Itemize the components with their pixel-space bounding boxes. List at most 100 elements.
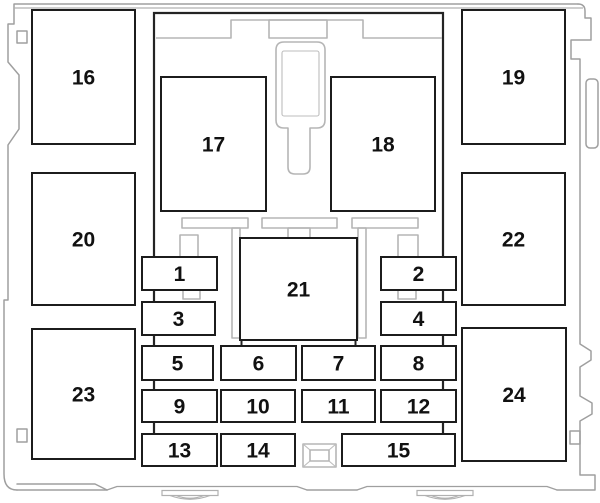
fuse-box-13-label: 13: [168, 440, 191, 463]
bracket-bar-left: [181, 217, 249, 229]
frame-right-edge: [556, 3, 596, 491]
box-outline: [330, 76, 436, 212]
box-outline: [380, 345, 457, 381]
frame-bottom-inner-line: [16, 483, 108, 491]
fuse-box-9-label: 9: [174, 396, 186, 419]
tab-above-box2: [397, 234, 419, 258]
channel-right: [357, 227, 367, 339]
frame-right-bump: [585, 78, 599, 149]
box-outline: [380, 301, 457, 336]
fuse-box-2: 2: [380, 256, 457, 291]
frame-left-bottom-notch: [16, 428, 28, 443]
box-outline: [31, 172, 136, 306]
frame-right-bottom-notch: [569, 430, 581, 445]
frame-bottom-bump-right: [416, 489, 474, 500]
tab-above-box1: [179, 234, 199, 258]
fuse-box-10: 10: [220, 389, 296, 423]
fuse-box-3: 3: [141, 301, 216, 336]
fuse-box-23: 23: [31, 328, 136, 460]
fuse-boxes: 16 19 17 18 20 22 21 23: [31, 9, 567, 467]
box-outline: [239, 237, 358, 341]
box-outline: [461, 327, 567, 462]
fuse-box-15-label: 15: [387, 440, 411, 463]
box-outline: [220, 345, 297, 381]
box-outline: [301, 389, 376, 423]
fuse-box-11: 11: [301, 389, 376, 423]
fuse-box-6-label: 6: [253, 353, 265, 376]
box-outline: [141, 256, 218, 291]
box-outline: [301, 345, 376, 381]
fuse-box-18: 18: [330, 76, 436, 212]
fuse-box-20-label: 20: [72, 229, 95, 252]
box-outline: [141, 389, 218, 423]
fuse-box-14: 14: [220, 433, 296, 467]
fuse-box-2-label: 2: [413, 263, 425, 286]
box-outline: [141, 345, 214, 381]
fuse-box-21: 21: [239, 237, 358, 341]
top-center-recess: [268, 19, 328, 39]
channel-left: [231, 227, 241, 339]
notch-below-box2: [397, 289, 417, 300]
fuse-box-19: 19: [461, 9, 566, 145]
fuse-box-12: 12: [380, 389, 457, 423]
fuse-box-16: 16: [31, 9, 136, 145]
box-outline: [220, 433, 296, 467]
fuse-box-8-label: 8: [413, 353, 425, 376]
fuse-box-1-label: 1: [174, 263, 186, 286]
box-outline: [31, 9, 136, 145]
frame-top-left-edge: [3, 3, 579, 491]
outer-frame: [3, 3, 599, 500]
fuse-box-22: 22: [461, 172, 566, 306]
fuse-box-1: 1: [141, 256, 218, 291]
fuse-box-17: 17: [160, 76, 267, 212]
box-outline: [220, 389, 296, 423]
box-outline: [461, 9, 566, 145]
fuse-box-6: 6: [220, 345, 297, 381]
box-outline: [461, 172, 566, 306]
notch-below-box1: [182, 289, 201, 300]
fuse-box-16-label: 16: [72, 67, 95, 90]
box-outline: [160, 76, 267, 212]
fuse-box-8: 8: [380, 345, 457, 381]
fuse-box-24-label: 24: [502, 384, 526, 407]
fuse-box-14-label: 14: [246, 440, 270, 463]
box-outline: [141, 433, 218, 467]
box-outline: [380, 256, 457, 291]
fuse-box-23-label: 23: [72, 384, 95, 407]
fuse-box-4: 4: [380, 301, 457, 336]
bracket-bar-right: [351, 217, 419, 229]
fuse-box-5-label: 5: [172, 353, 184, 376]
fuse-box-22-label: 22: [502, 229, 525, 252]
fuse-box-24: 24: [461, 327, 567, 462]
fuse-box-18-label: 18: [371, 134, 395, 157]
fuse-box-11-label: 11: [327, 396, 350, 419]
fuse-box-20: 20: [31, 172, 136, 306]
keyhole-slot-shape: [275, 41, 326, 175]
frame-bottom-platform-right: [356, 485, 558, 491]
center-module-outline: [152, 11, 445, 450]
fuse-box-10-label: 10: [246, 396, 269, 419]
fuse-box-17-label: 17: [202, 134, 225, 157]
bracket-bar-center: [261, 217, 338, 229]
fuse-box-12-label: 12: [407, 396, 430, 419]
frame-left-top-notch: [16, 30, 28, 44]
fuse-box-21-label: 21: [287, 279, 311, 302]
box-outline: [341, 433, 456, 467]
frame-bottom-platform-left: [106, 485, 308, 491]
fuse-box-19-label: 19: [502, 67, 525, 90]
fuse-box-5: 5: [141, 345, 214, 381]
fuse-box-3-label: 3: [173, 308, 185, 331]
fuse-box-4-label: 4: [413, 308, 425, 331]
keyhole-inner-window: [281, 50, 320, 117]
box-outline: [380, 389, 457, 423]
connector-clip-icon: [302, 443, 337, 468]
fuse-box-7: 7: [301, 345, 376, 381]
fuse-box-13: 13: [141, 433, 218, 467]
box-outline: [141, 301, 216, 336]
box-outline: [31, 328, 136, 460]
fuse-box-7-label: 7: [333, 353, 345, 376]
frame-bottom-bump-left: [161, 489, 219, 500]
fuse-box-15: 15: [341, 433, 456, 467]
